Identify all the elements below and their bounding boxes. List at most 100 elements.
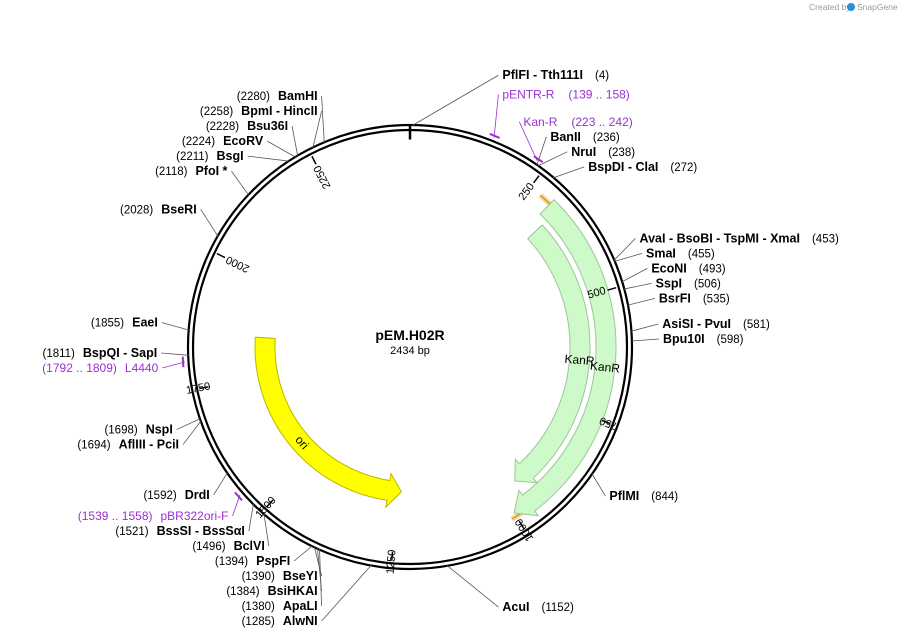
site-bpu10i-10-position: (598) [717, 334, 744, 346]
site-bsihkai-15-position: (1384) [226, 586, 259, 598]
primer-kan-r-1-binding-mark [533, 155, 544, 163]
site-drdi-20-position: (1592) [143, 490, 176, 502]
site-smai-5-leader-line [614, 252, 643, 262]
site-bamhi-31-label[interactable]: (2280)BamHI [237, 89, 318, 103]
tick-label-2000: 2000 [224, 253, 251, 274]
site-pspfi-17-name: PspFI [256, 554, 290, 568]
site-eaei-24-name: EaeI [132, 316, 158, 330]
site-bspqi-sapi-23-position: (1811) [42, 348, 75, 360]
feature-arrow-kanr-0[interactable] [513, 199, 617, 517]
site-pspfi-17-position: (1394) [215, 556, 248, 568]
site-bseyi-16-label[interactable]: (1390)BseYI [242, 569, 318, 583]
site-bseri-25-label[interactable]: (2028)BseRI [120, 202, 197, 216]
site-bsrfi-8-position: (535) [703, 293, 730, 305]
site-bsssi-bsss-i-19-position: (1521) [115, 526, 148, 538]
site-bpmi-hincii-30-position: (2258) [200, 106, 233, 118]
site-ecorv-28-label[interactable]: (2224)EcoRV [182, 134, 264, 148]
site-bsihkai-15-name: BsiHKAI [268, 584, 318, 598]
site-bsssi-bsss-i-19-name: BssSI - BssSαI [157, 524, 245, 538]
site-bpu10i-10-label[interactable]: Bpu10I (598) [663, 332, 744, 346]
site-bsu36i-29-label[interactable]: (2228)Bsu36I [206, 119, 288, 133]
site-pflmi-11-leader-line [591, 473, 606, 497]
primer-pbr322ori-f-3-range: (1539 .. 1558) [78, 509, 153, 523]
primer-layer: pENTR-R(139 .. 158) Kan-R(223 .. 242) (179… [42, 88, 633, 523]
site-nspi-22-label[interactable]: (1698)NspI [104, 423, 172, 437]
site-banii-1-position: (236) [593, 132, 620, 144]
site-banii-1-label[interactable]: BanII(236) [550, 130, 620, 144]
site-econi-6-position: (493) [699, 263, 726, 275]
site-bsgi-27-label[interactable]: (2211)BsgI [176, 149, 243, 163]
site-econi-6-label[interactable]: EcoNI(493) [651, 261, 725, 275]
site-bclvi-18-label[interactable]: (1496)BclVI [192, 539, 265, 553]
site-nrui-2-label[interactable]: NruI (238) [571, 145, 635, 159]
tick-mark-500 [607, 286, 617, 291]
primer-kan-r-1-label[interactable]: Kan-R(223 .. 242) [523, 115, 632, 129]
site-bclvi-18-leader-line [263, 513, 270, 547]
site-avai-bsobi-tspmi-xmai-4-label[interactable]: AvaI - BsoBI - TspMI - XmaI(453) [640, 231, 839, 245]
site-pspfi-17-label[interactable]: (1394) PspFI [215, 554, 290, 568]
site-layer: PflFI - Tth111I(4) BanII(236)NruI (238)Bsp… [42, 68, 839, 628]
site-smai-5-label[interactable]: SmaI(455) [646, 246, 715, 260]
primer-pbr322ori-f-3-label[interactable]: (1539 .. 1558)pBR322ori-F [78, 509, 229, 523]
site-nrui-2-position: (238) [608, 147, 635, 159]
site-sspi-7-name: SspI [656, 276, 682, 290]
plasmid-name: pEM.H02R [375, 327, 444, 343]
site-bpmi-hincii-30-label[interactable]: (2258) BpmI - HincII [200, 104, 318, 118]
site-apali-14-label[interactable]: (1380)ApaLI [242, 599, 318, 613]
site-pflfi-tth111i-0-leader-line [412, 74, 499, 126]
site-acui-12-position: (1152) [542, 602, 575, 614]
site-eaei-24-position: (1855) [91, 318, 124, 330]
primer-l4440-2-leader-line [162, 361, 186, 369]
site-pflfi-tth111i-0-name: PflFI - Tth111I [502, 68, 583, 82]
primer-pentr-r-0-leader-line [493, 94, 499, 138]
site-bspqi-sapi-23-label[interactable]: (1811)BspQI - SapI [42, 346, 157, 360]
site-bpmi-hincii-30-name: BpmI - HincII [241, 104, 317, 118]
site-afliii-pcii-21-label[interactable]: (1694)AflIII - PciI [77, 438, 179, 452]
site-sspi-7-label[interactable]: SspI(506) [656, 276, 721, 290]
site-pflmi-11-position: (844) [651, 491, 678, 503]
watermark-brand: SnapGene [857, 2, 898, 12]
site-bsgi-27-leader-line [247, 155, 290, 162]
site-bsssi-bsss-i-19-label[interactable]: (1521) BssSI - BssSαI [115, 524, 245, 538]
site-bspdi-clai-3-position: (272) [670, 162, 697, 174]
site-pflfi-tth111i-0-label[interactable]: PflFI - Tth111I(4) [502, 68, 609, 82]
site-pfoi-26-name: PfoI * [195, 164, 227, 178]
site-pfoi-26-position: (2118) [155, 166, 188, 178]
snapgene-watermark: Created by SnapGene [809, 2, 898, 12]
site-bseri-25-name: BseRI [161, 202, 196, 216]
site-nrui-2-name: NruI [571, 145, 596, 159]
tick-label-2250: 2250 [312, 163, 334, 190]
site-bamhi-31-name: BamHI [278, 89, 318, 103]
site-drdi-20-leader-line [213, 472, 228, 496]
primer-pentr-r-0-label[interactable]: pENTR-R(139 .. 158) [502, 88, 629, 102]
site-eaei-24-label[interactable]: (1855) EaeI [91, 316, 158, 330]
site-bspqi-sapi-23-leader-line [161, 352, 189, 356]
site-bpu10i-10-name: Bpu10I [663, 332, 705, 346]
snapgene-logo-icon [847, 3, 855, 11]
site-avai-bsobi-tspmi-xmai-4-leader-line [613, 238, 636, 261]
site-alwni-13-leader-line [321, 564, 372, 622]
site-pfoi-26-leader-line [231, 170, 250, 196]
site-bseyi-16-position: (1390) [242, 571, 275, 583]
site-pflmi-11-label[interactable]: PflMI(844) [609, 489, 678, 503]
site-bsihkai-15-label[interactable]: (1384) BsiHKAI [226, 584, 317, 598]
site-bseri-25-leader-line [200, 209, 219, 237]
site-asisi-pvui-9-leader-line [630, 323, 659, 332]
site-smai-5-name: SmaI [646, 246, 676, 260]
site-acui-12-label[interactable]: AcuI(1152) [502, 600, 574, 614]
feature-arrow-kanr-1[interactable] [514, 224, 591, 484]
site-bspdi-clai-3-label[interactable]: BspDI - ClaI(272) [588, 160, 697, 174]
site-asisi-pvui-9-label[interactable]: AsiSI - PvuI(581) [662, 317, 770, 331]
site-bsrfi-8-label[interactable]: BsrFI(535) [659, 291, 730, 305]
feature-arrow-ori-2[interactable] [254, 336, 403, 509]
site-nspi-22-position: (1698) [104, 425, 137, 437]
site-pfoi-26-label[interactable]: (2118) PfoI * [155, 164, 227, 178]
site-alwni-13-label[interactable]: (1285)AlwNI [242, 614, 318, 628]
site-acui-12-leader-line [446, 565, 499, 608]
site-drdi-20-label[interactable]: (1592)DrdI [143, 488, 209, 502]
tick-label-1250: 1250 [385, 549, 399, 574]
site-bclvi-18-position: (1496) [192, 541, 225, 553]
primer-l4440-2-label[interactable]: (1792 .. 1809)L4440 [42, 361, 158, 375]
site-bamhi-31-leader-line [321, 96, 325, 143]
site-ecorv-28-name: EcoRV [223, 134, 264, 148]
